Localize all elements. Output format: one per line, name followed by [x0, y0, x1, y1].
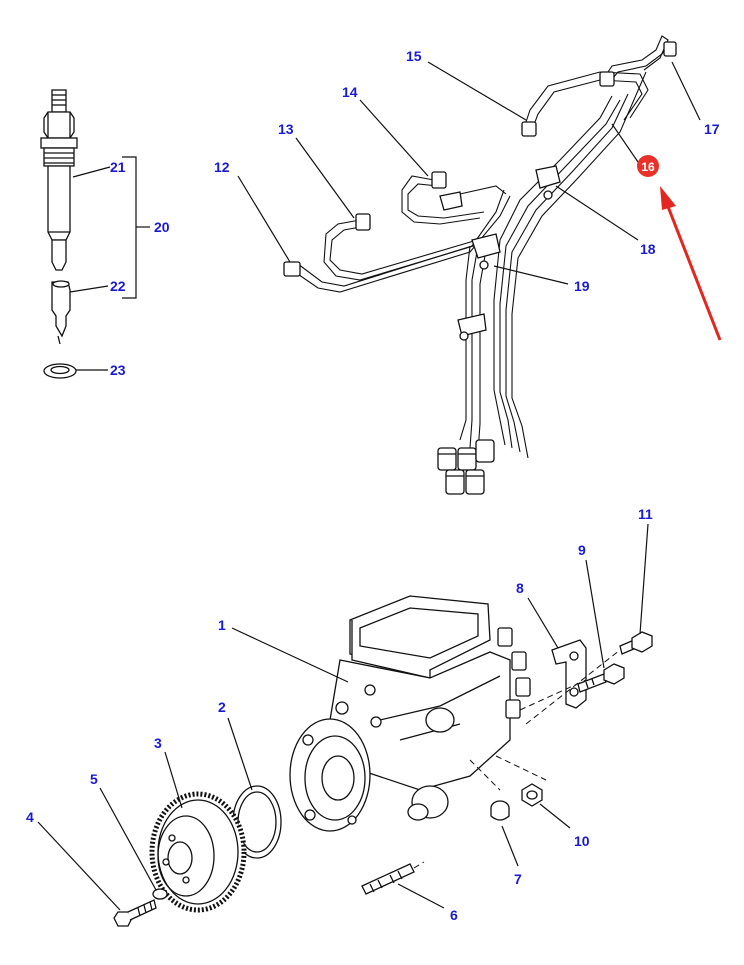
callout-17: 17 [704, 121, 720, 137]
injection-pipes [283, 35, 677, 495]
callout-19: 19 [574, 278, 590, 294]
callout-20: 20 [154, 219, 170, 235]
callout-18: 18 [640, 241, 656, 257]
gear-bolt [113, 899, 157, 927]
callout-5: 5 [90, 771, 98, 787]
pump-bracket [551, 639, 587, 709]
pump-gear [149, 791, 247, 913]
group-bracket-20 [122, 156, 137, 299]
injection-pump [289, 595, 531, 832]
callout-10: 10 [574, 833, 590, 849]
callout-13: 13 [278, 121, 294, 137]
callout-4: 4 [26, 809, 34, 825]
callout-22: 22 [110, 278, 126, 294]
callout-3: 3 [154, 735, 162, 751]
callout-8: 8 [516, 580, 524, 596]
callout-11: 11 [638, 506, 653, 522]
red-pointer-arrow-icon [660, 186, 722, 341]
callout-1: 1 [218, 617, 226, 633]
callout-21: 21 [110, 159, 126, 175]
callout-23: 23 [110, 362, 126, 378]
sealing-washer [490, 800, 510, 821]
callout-14: 14 [342, 84, 358, 100]
highlight-badge-16: 16 [637, 155, 659, 177]
callout-15: 15 [406, 48, 422, 64]
washer [152, 888, 168, 900]
stud [361, 861, 425, 895]
injector-assembly [40, 89, 78, 379]
bracket-bolt [577, 663, 625, 693]
callout-16: 16 [641, 160, 655, 174]
callout-7: 7 [514, 871, 522, 887]
flange-bolt [619, 631, 653, 655]
callout-6: 6 [450, 907, 458, 923]
callout-12: 12 [214, 159, 230, 175]
hex-nut [521, 783, 543, 807]
callout-9: 9 [578, 542, 586, 558]
callout-2: 2 [218, 699, 226, 715]
